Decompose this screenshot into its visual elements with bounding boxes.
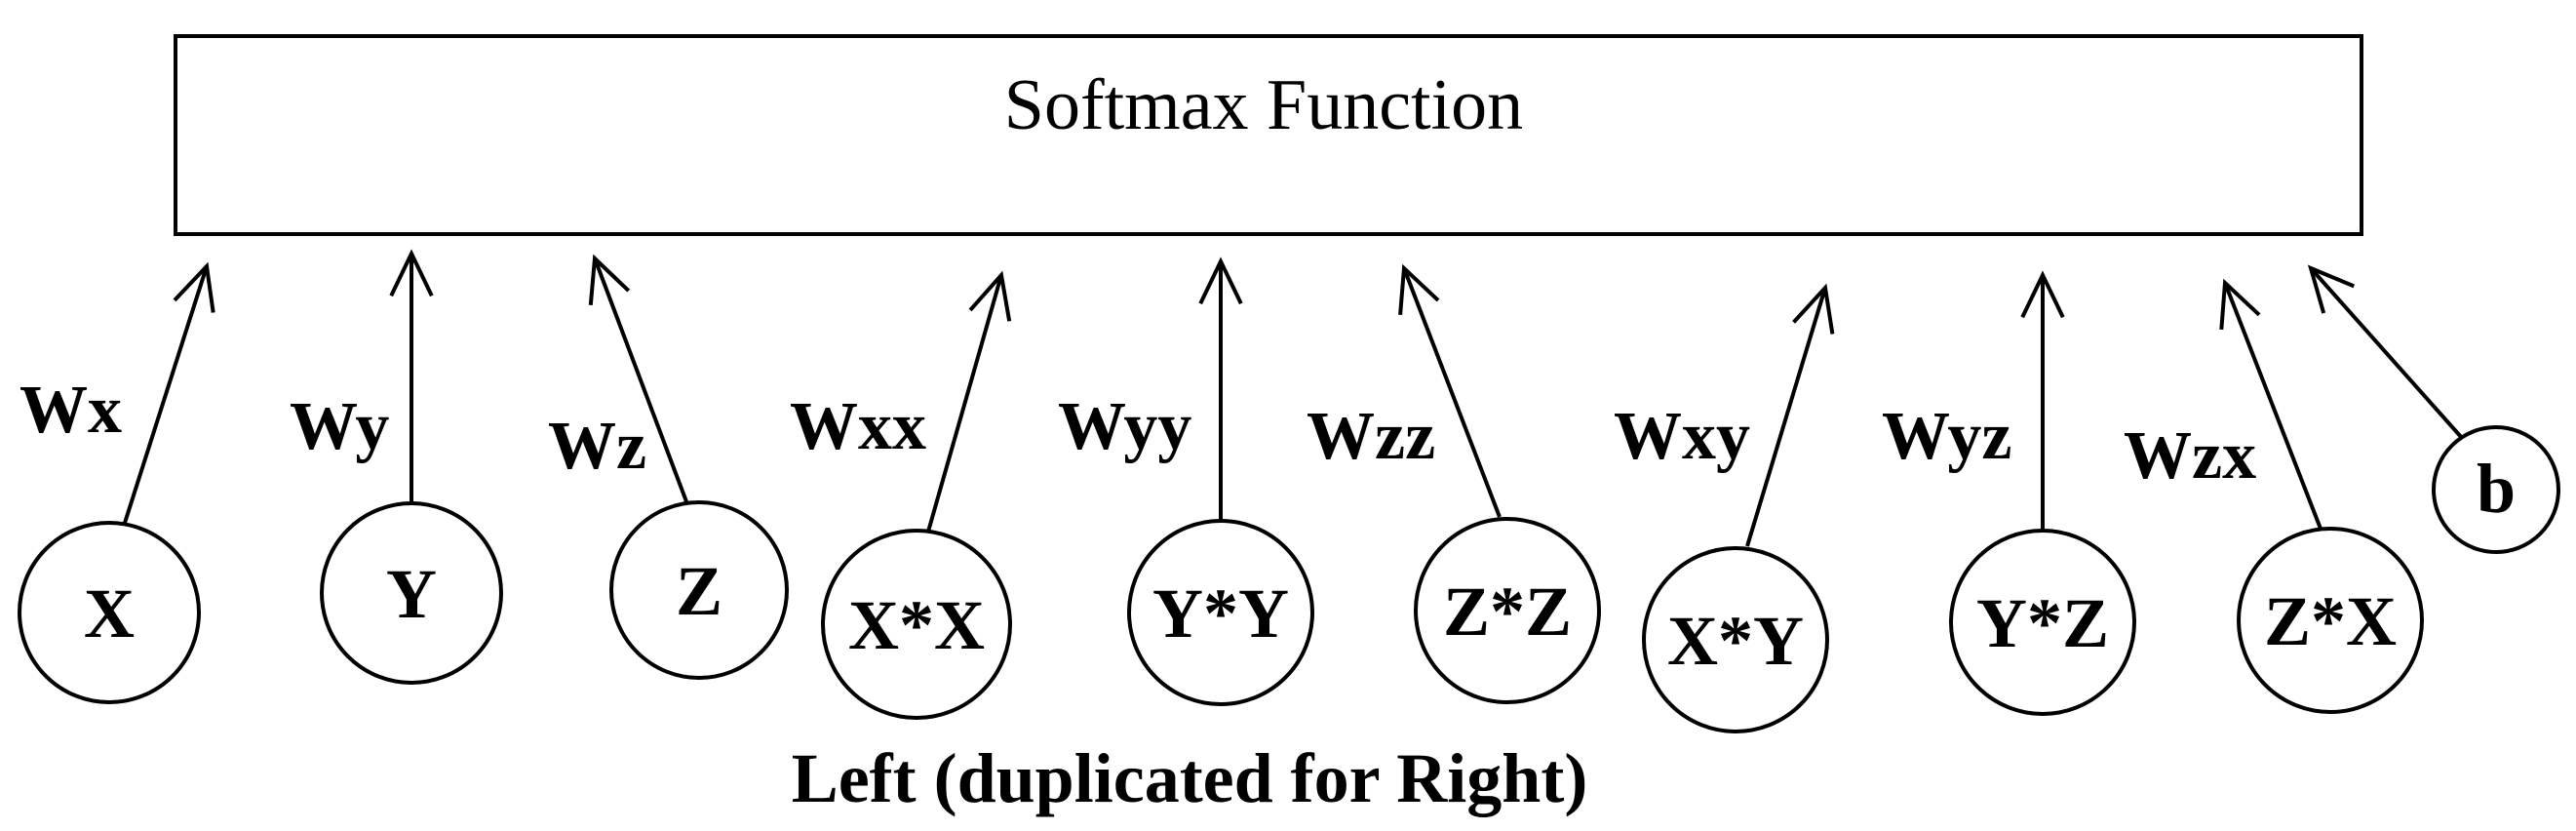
node-label-zx: Z*X xyxy=(2264,582,2397,660)
node-label-zz: Z*Z xyxy=(1443,573,1572,651)
arrow-head-yy xyxy=(1198,257,1243,305)
softmax-box: Softmax Function xyxy=(174,34,2363,236)
arrow-xy xyxy=(1745,283,1835,547)
arrow-head-z xyxy=(588,254,631,305)
node-yz: Y*Z xyxy=(1949,529,2136,716)
node-y: Y xyxy=(320,501,503,685)
node-label-yy: Y*Y xyxy=(1152,574,1289,653)
arrow-head-zz xyxy=(1398,263,1440,315)
arrow-zz xyxy=(1398,263,1502,518)
weight-label-wyy: Wyy xyxy=(1058,389,1191,464)
arrow-head-x xyxy=(173,261,215,313)
weight-label-wyz: Wyz xyxy=(1882,399,2011,474)
arrow-xx xyxy=(926,270,1012,533)
arrow-y xyxy=(389,249,434,502)
arrow-b xyxy=(2307,264,2464,440)
node-x: X xyxy=(18,521,201,704)
arrow-head-b xyxy=(2307,264,2356,314)
diagram-caption: Left (duplicated for Right) xyxy=(792,739,1588,817)
arrow-head-xy xyxy=(1792,283,1835,335)
input-nodes: X Y Z X*X Y*Y Z*Z X*Y Y*Z xyxy=(18,425,2560,733)
node-xx: X*X xyxy=(821,529,1012,720)
node-label-xy: X*Y xyxy=(1667,602,1804,680)
node-label-y: Y xyxy=(386,555,437,633)
node-label-xx: X*X xyxy=(848,586,985,664)
arrow-head-yz xyxy=(2020,270,2065,319)
weight-label-wxx: Wxx xyxy=(790,389,926,464)
arrow-shaft-zz xyxy=(1402,267,1502,518)
node-zz: Z*Z xyxy=(1414,517,1601,704)
arrow-shaft-xy xyxy=(1745,287,1827,547)
arrows xyxy=(123,249,2464,547)
arrow-head-xx xyxy=(968,270,1012,322)
weight-labels: Wx Wy Wz Wxx Wyy Wzz Wxy Wyz Wzx xyxy=(20,373,2256,494)
node-label-b: b xyxy=(2477,450,2516,528)
node-label-z: Z xyxy=(676,552,722,630)
node-xy: X*Y xyxy=(1642,546,1829,733)
arrow-shaft-b xyxy=(2309,266,2464,440)
arrow-shaft-zx xyxy=(2223,282,2322,530)
node-b: b xyxy=(2432,425,2560,554)
arrow-yz xyxy=(2020,270,2065,530)
arrow-z xyxy=(588,254,689,505)
node-label-yz: Y*Z xyxy=(1976,584,2109,662)
arrow-zx xyxy=(2219,278,2322,530)
weight-label-wzz: Wzz xyxy=(1307,399,1435,474)
arrow-shaft-z xyxy=(593,257,689,505)
node-yy: Y*Y xyxy=(1127,519,1314,706)
weight-label-wy: Wy xyxy=(290,389,389,464)
arrow-head-zx xyxy=(2219,278,2261,331)
weight-label-wz: Wz xyxy=(548,409,646,484)
node-label-x: X xyxy=(84,574,135,653)
weight-label-wzx: Wzx xyxy=(2124,418,2256,494)
softmax-box-border xyxy=(174,34,2363,236)
arrow-head-y xyxy=(389,249,434,297)
weight-label-wxy: Wxy xyxy=(1614,399,1750,474)
arrow-x xyxy=(123,261,215,524)
arrow-shaft-xx xyxy=(926,274,1003,533)
softmax-box-label: Softmax Function xyxy=(1004,65,1523,145)
weight-label-wx: Wx xyxy=(20,373,122,448)
arrow-yy xyxy=(1198,257,1243,519)
node-z: Z xyxy=(609,500,789,680)
arrow-shaft-x xyxy=(123,265,209,524)
node-zx: Z*X xyxy=(2237,527,2424,714)
